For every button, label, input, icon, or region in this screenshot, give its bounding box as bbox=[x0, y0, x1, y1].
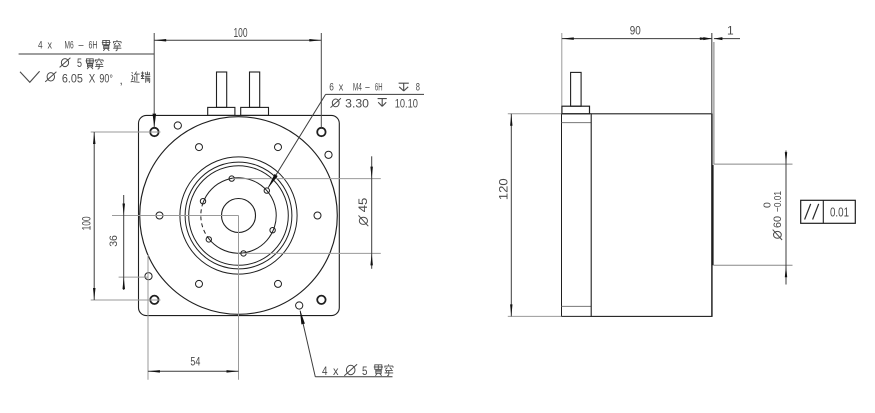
svg-text:6H: 6H bbox=[89, 39, 98, 51]
svg-text:–: – bbox=[365, 81, 370, 93]
svg-text:,: , bbox=[120, 73, 123, 87]
svg-text:8: 8 bbox=[416, 81, 420, 93]
svg-text:60: 60 bbox=[772, 216, 784, 228]
svg-text:M6: M6 bbox=[65, 39, 74, 51]
svg-text:36: 36 bbox=[108, 235, 120, 247]
svg-text:54: 54 bbox=[190, 355, 200, 369]
svg-text:4: 4 bbox=[38, 39, 43, 51]
svg-text:1: 1 bbox=[727, 24, 734, 38]
svg-text:100: 100 bbox=[234, 26, 248, 40]
svg-text:45: 45 bbox=[358, 198, 370, 213]
svg-text:6.05: 6.05 bbox=[62, 72, 83, 86]
svg-text:x: x bbox=[333, 364, 339, 378]
svg-text:0.01: 0.01 bbox=[830, 204, 849, 219]
svg-text:−0.01: −0.01 bbox=[772, 191, 784, 212]
svg-text:6: 6 bbox=[329, 81, 334, 93]
svg-text:–: – bbox=[79, 39, 85, 51]
svg-text:M4: M4 bbox=[353, 81, 362, 93]
svg-text:10.10: 10.10 bbox=[395, 98, 418, 110]
svg-text:x: x bbox=[48, 39, 53, 51]
svg-text:100: 100 bbox=[81, 216, 93, 230]
svg-text:3.30: 3.30 bbox=[345, 98, 369, 110]
svg-text:5: 5 bbox=[77, 56, 82, 70]
svg-text:6H: 6H bbox=[375, 81, 383, 93]
svg-text:120: 120 bbox=[498, 178, 510, 200]
svg-text:4: 4 bbox=[322, 364, 328, 378]
svg-text:90: 90 bbox=[630, 24, 641, 38]
svg-text:x: x bbox=[339, 81, 344, 93]
svg-text:90°: 90° bbox=[99, 72, 113, 86]
svg-text:0: 0 bbox=[761, 202, 773, 208]
svg-text:X: X bbox=[89, 72, 96, 86]
svg-text:5: 5 bbox=[362, 364, 368, 378]
